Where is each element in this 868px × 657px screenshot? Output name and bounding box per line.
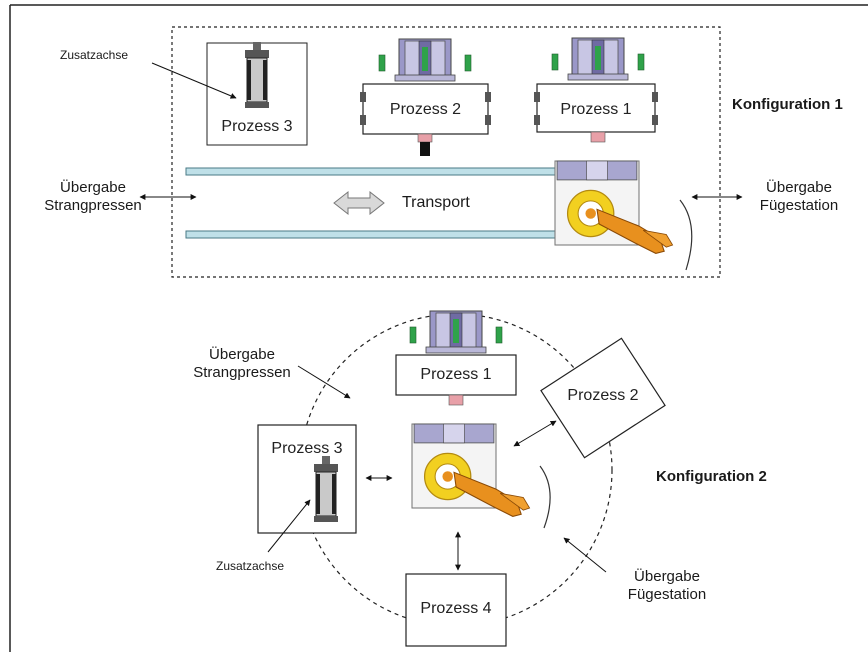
config1-prozess1-label: Prozess 1: [560, 101, 632, 118]
config2-uebergabe-bottom-line1: Übergabe: [634, 568, 700, 585]
config1-uebergabe-right-label: Übergabe Fügestation: [744, 179, 854, 215]
config1-zusatzachse-label: Zusatzachse: [60, 48, 129, 62]
config1-transport-arrow: [333, 190, 385, 216]
config2-prozess2-box: [540, 337, 666, 459]
config2-prozess1-label: Prozess 1: [420, 366, 492, 383]
config1-zusatzachse-arrow: [151, 62, 237, 99]
config2-prozess3-box: [257, 424, 357, 534]
config1-prozess3-label: Prozess 3: [221, 118, 293, 135]
config1-title: Konfiguration 1: [732, 96, 843, 113]
config1-rail-top: [185, 167, 559, 176]
config2-uebergabe-bottom-line2: Fügestation: [627, 586, 707, 603]
config1-frame: [171, 26, 721, 278]
config1-prozess2-box: [362, 83, 489, 135]
config2-title: Konfiguration 2: [656, 468, 767, 485]
config1-robot: [554, 160, 674, 255]
config1-uebergabe-left-label: Übergabe Strangpressen: [38, 179, 148, 215]
config1-rail-bottom: [185, 230, 559, 239]
config1-uebergabe-left-line2: Strangpressen: [44, 197, 142, 214]
config2-prozess2-label: Prozess 2: [567, 387, 639, 404]
config2-zusatzachse-cylinder: [313, 455, 339, 523]
config1-prozess2-label: Prozess 2: [389, 101, 462, 118]
config2-prozess4-label: Prozess 4: [420, 600, 492, 617]
config1-zusatzachse-cylinder: [244, 41, 270, 109]
config2-robot: [411, 423, 531, 518]
config1-transport-label: Transport: [402, 194, 470, 211]
config1-uebergabe-right-line1: Übergabe: [766, 179, 832, 196]
config2-zusatzachse-arrow: [267, 499, 311, 553]
config2-prozess2-arrow: [513, 420, 557, 447]
config2-prozess1-box: [395, 354, 517, 396]
config2-uebergabe-top-line2: Strangpressen: [193, 364, 291, 381]
config2-uebergabe-bottom-arrow: [563, 537, 607, 573]
config2-uebergabe-top-arrow: [297, 365, 351, 399]
config1-uebergabe-left-line1: Übergabe: [60, 179, 126, 196]
config1-uebergabe-right-line2: Fügestation: [759, 197, 839, 214]
config2-uebergabe-top-label: Übergabe Strangpressen: [182, 346, 302, 382]
config2-uebergabe-bottom-label: Übergabe Fügestation: [612, 568, 722, 604]
config2-prozess4-box: [405, 573, 507, 647]
config2-uebergabe-top-line1: Übergabe: [209, 346, 275, 363]
config2-zusatzachse-label: Zusatzachse: [216, 559, 285, 573]
config2-prozess3-label: Prozess 3: [271, 440, 343, 457]
config1-prozess1-box: [536, 83, 656, 133]
